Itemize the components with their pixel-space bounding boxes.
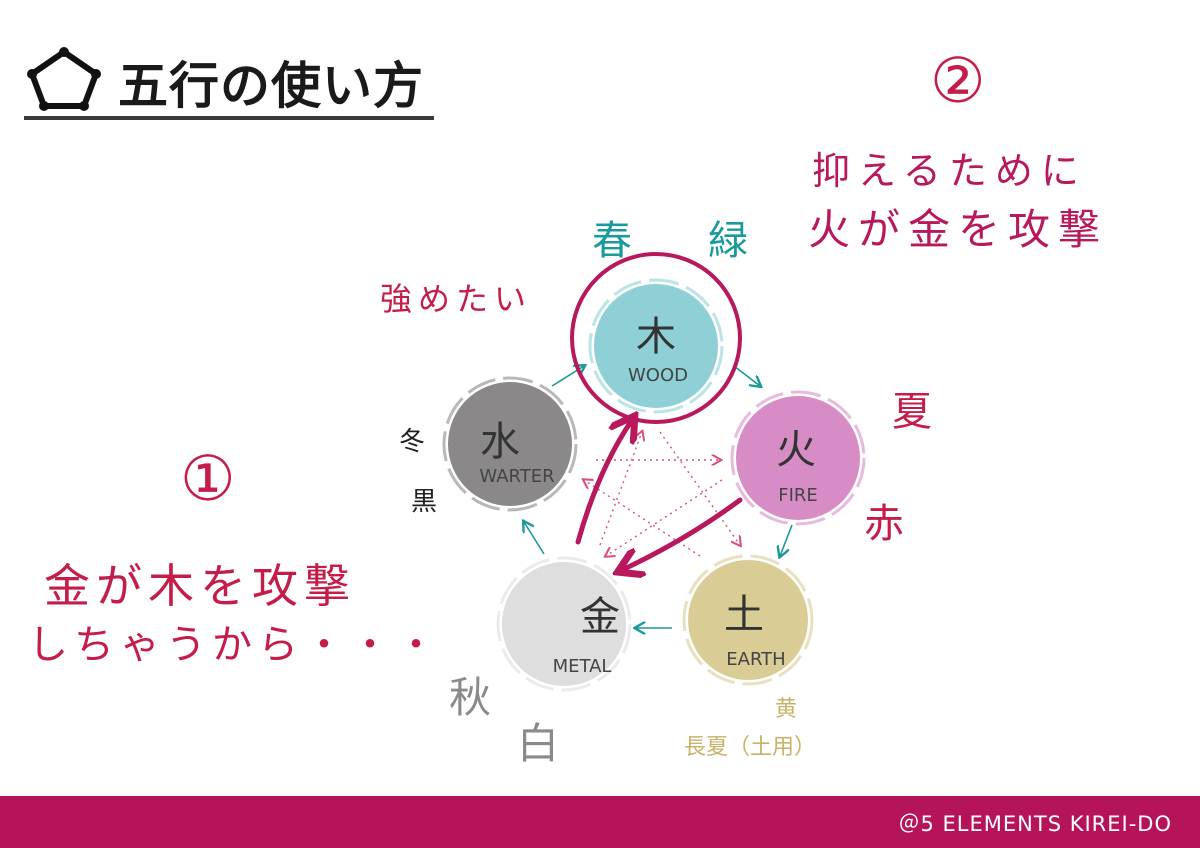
metal-color-word: 白 bbox=[517, 719, 559, 768]
earth-color-word: 黄 bbox=[775, 697, 797, 722]
wood-name: WOOD bbox=[628, 365, 688, 386]
title-underline bbox=[24, 116, 434, 120]
arrow-metal-to-water bbox=[524, 522, 545, 555]
element-wood bbox=[588, 278, 724, 414]
metal-name: METAL bbox=[553, 656, 612, 677]
water-season: 冬 bbox=[399, 427, 425, 457]
step2-number: ② bbox=[930, 44, 986, 117]
earth-season: 長夏（土用） bbox=[684, 735, 816, 760]
fire-kanji: 火 bbox=[776, 427, 816, 473]
arrow-wood-to-fire bbox=[733, 365, 760, 386]
fire-name: FIRE bbox=[778, 485, 818, 506]
metal-attacks-wood-arrow bbox=[575, 420, 632, 545]
metal-season: 秋 bbox=[449, 673, 491, 722]
fire-color-word: 赤 bbox=[864, 501, 904, 547]
step1-line1: 金が木を攻撃 bbox=[44, 559, 356, 613]
step2-line2: 火が金を攻撃 bbox=[808, 205, 1109, 254]
step2-line1: 抑えるために bbox=[812, 149, 1087, 193]
element-water bbox=[442, 376, 578, 512]
arrow-fire-to-metal bbox=[606, 479, 723, 556]
page-title: 五行の使い方 bbox=[118, 57, 424, 115]
element-earth bbox=[682, 554, 814, 686]
earth-kanji: 土 bbox=[724, 592, 764, 638]
arrow-fire-to-earth bbox=[780, 524, 793, 556]
wood-color-word: 緑 bbox=[708, 218, 748, 264]
strengthen-label: 強めたい bbox=[380, 280, 533, 318]
metal-kanji: 金 bbox=[580, 594, 620, 640]
water-kanji: 水 bbox=[480, 419, 520, 465]
arrow-earth-to-water bbox=[584, 480, 701, 557]
footer-bar bbox=[0, 796, 1200, 848]
element-fire bbox=[730, 390, 866, 526]
step1-number: ① bbox=[180, 442, 236, 515]
arrow-metal-to-wood bbox=[599, 432, 642, 546]
fire-season: 夏 bbox=[892, 389, 932, 435]
water-color-word: 黒 bbox=[411, 487, 437, 517]
wood-kanji: 木 bbox=[636, 314, 676, 360]
earth-name: EARTH bbox=[726, 649, 785, 670]
pentagon-icon bbox=[27, 47, 101, 111]
fire-attacks-metal-arrow bbox=[622, 497, 743, 570]
arrow-wood-to-earth bbox=[659, 431, 740, 545]
step1-line2: しちゃうから・・・ bbox=[28, 622, 442, 668]
footer-credit: ＠5 ELEMENTS KIREI-DO bbox=[898, 812, 1172, 836]
wood-highlight-ring bbox=[570, 252, 742, 424]
water-name: WARTER bbox=[479, 466, 554, 487]
wood-season: 春 bbox=[592, 218, 632, 264]
element-metal bbox=[496, 556, 632, 692]
